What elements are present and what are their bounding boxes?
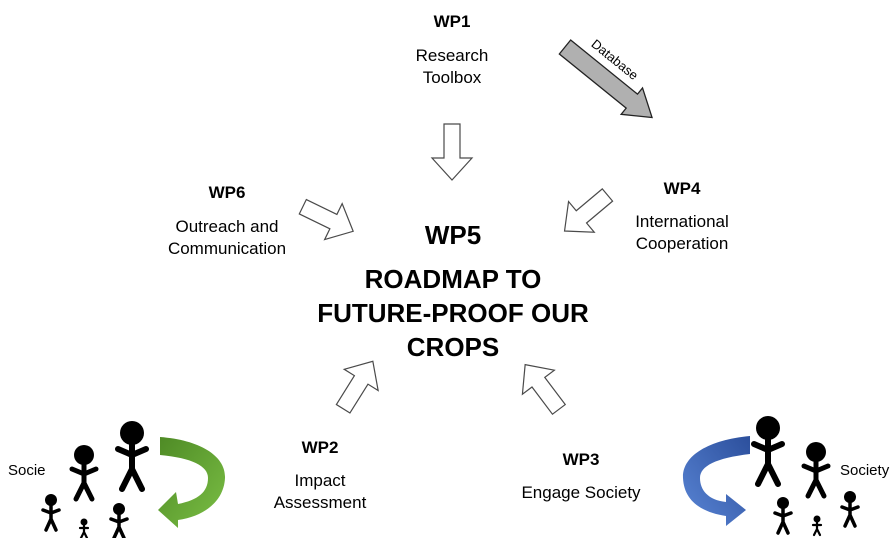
green-cycle-arrow <box>158 437 226 528</box>
wp6-label-line2: Communication <box>167 239 287 258</box>
wp4-label: International Cooperation <box>602 211 762 255</box>
wp3-label: Engage Society <box>521 483 641 502</box>
arrow-wp6-to-wp5 <box>298 198 354 241</box>
wp5-line2: FUTURE-PROOF OUR <box>317 298 589 328</box>
person-icon <box>840 491 860 528</box>
person-icon <box>811 515 823 537</box>
wp1-label-line2: Toolbox <box>422 68 482 87</box>
arrow-wp2-to-wp5 <box>335 360 379 414</box>
person-icon <box>751 416 785 487</box>
wp1-label-line1: Research <box>415 46 489 65</box>
wp2-label: Impact Assessment <box>240 470 400 514</box>
person-icon <box>801 442 831 499</box>
wp2-label-line2: Assessment <box>273 493 367 512</box>
person-icon <box>78 518 90 538</box>
person-icon <box>41 494 61 532</box>
database-arrow <box>558 39 653 119</box>
arrow-wp3-to-wp5 <box>521 363 567 416</box>
society-label-left: Socie <box>8 462 46 479</box>
wp4-label-line1: International <box>635 212 729 231</box>
arrow-wp1-to-wp5 <box>430 123 474 181</box>
wp4-title: WP4 <box>663 179 701 198</box>
blue-cycle-arrow <box>682 436 750 526</box>
wp5-title: WP5 <box>424 220 482 250</box>
wp2-label-line1: Impact <box>294 471 346 490</box>
society-label-right: Society <box>840 462 890 479</box>
person-icon <box>109 503 129 538</box>
wp4-label-line2: Cooperation <box>635 234 729 253</box>
wp5-roadmap-text: ROADMAP TO FUTURE-PROOF OUR CROPS <box>303 262 603 364</box>
arrow-wp4-to-wp5 <box>563 188 614 233</box>
person-icon <box>115 421 149 492</box>
wp3-title: WP3 <box>562 450 600 469</box>
wp1-label: Research Toolbox <box>372 45 532 89</box>
wp5-line3: CROPS <box>406 332 500 362</box>
wp6-title: WP6 <box>208 183 246 202</box>
person-icon <box>69 445 99 502</box>
wp6-label-line1: Outreach and <box>175 217 279 236</box>
wp5-line1: ROADMAP TO <box>364 264 542 294</box>
wp2-title: WP2 <box>301 438 339 457</box>
wp6-label: Outreach and Communication <box>147 216 307 260</box>
wp1-title: WP1 <box>433 12 471 31</box>
person-icon <box>773 497 793 535</box>
